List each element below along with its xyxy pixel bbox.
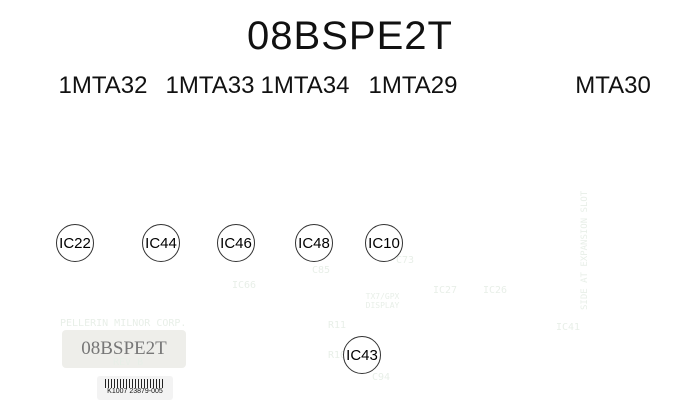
label-1mta33: 1MTA33 (165, 72, 255, 99)
silkscreen-manufacturer: PELLERIN MILNOR CORP. (60, 318, 187, 329)
silkscreen-jumper: TX7/GPX DISPLAY (365, 292, 400, 310)
part-sticker: 08BSPE2T (62, 330, 186, 368)
arrow-1mta34 (258, 102, 302, 166)
silkscreen-r11: R11 (328, 320, 347, 331)
silkscreen-c94: C94 (372, 372, 391, 383)
arrow-1mta32 (50, 102, 99, 164)
silkscreen-ic66: IC66 (232, 280, 257, 291)
arrow-1mta29 (368, 102, 412, 166)
silkscreen-c85: C85 (312, 265, 331, 276)
ic66-socket (190, 290, 315, 410)
arrow-mta30 (559, 102, 607, 166)
ic10-marker: IC10 (365, 224, 403, 262)
ic46-marker: IC46 (217, 224, 255, 262)
arrow-1mta33 (157, 102, 204, 166)
silkscreen-ic27: IC27 (433, 285, 458, 296)
board-title: 08BSPE2T (247, 14, 453, 58)
label-1mta32: 1MTA32 (58, 72, 148, 99)
traces (60, 200, 601, 400)
silkscreen-rev: REV B (113, 357, 144, 368)
silkscreen-r10: R10 (328, 350, 347, 361)
label-mta30: MTA30 (575, 72, 651, 99)
connectors (21, 162, 621, 197)
label-1mta34: 1MTA34 (260, 72, 350, 99)
ic44-marker: IC44 (142, 224, 180, 262)
ic48-marker: IC48 (295, 224, 333, 262)
ic22-marker: IC22 (56, 224, 94, 262)
ic43-marker: IC43 (343, 336, 381, 374)
arrows (50, 102, 607, 166)
milnor-logo (111, 287, 153, 311)
barcode-label: K1007 23879-005 (97, 376, 173, 400)
sticker-text: 08BSPE2T (81, 338, 167, 359)
silkscreen-c73: C73 (396, 255, 415, 266)
label-1mta29: 1MTA29 (368, 72, 458, 99)
ic66-chip (198, 298, 307, 408)
silkscreen-side: SIDE AT EXPANSION SLOT (580, 190, 590, 310)
silkscreen-ic41: IC41 (556, 322, 581, 333)
silkscreen-ic26: IC26 (483, 285, 508, 296)
